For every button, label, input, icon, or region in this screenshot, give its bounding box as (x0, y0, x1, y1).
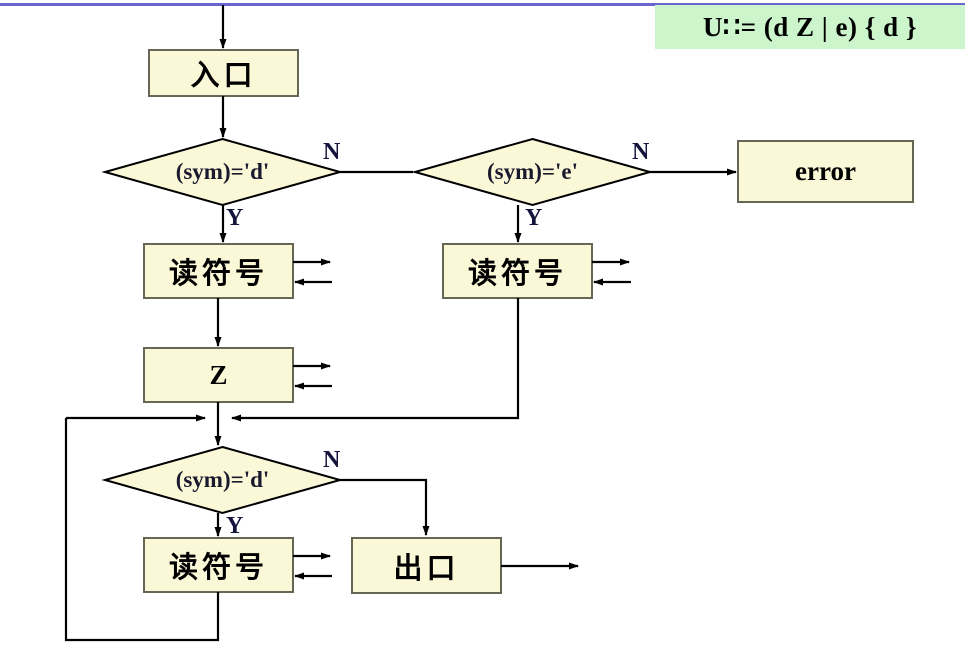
node-shape-dec_e (411, 137, 654, 207)
edge-label-n3: N (323, 447, 341, 473)
edge-label-y3: Y (226, 513, 244, 539)
node-shape-znode (143, 347, 294, 403)
edge-label-y2: Y (525, 205, 543, 231)
edge-dec3-n-to-exit (340, 478, 430, 536)
connector-edges (64, 5, 737, 642)
node-shape-dec_d1 (101, 137, 344, 207)
edge-label-n1: N (323, 139, 341, 165)
grammar-production-box: U∷= (d Z | e) { d } (655, 5, 965, 49)
edge-label-y1: Y (226, 205, 244, 231)
node-shape-read1 (143, 243, 294, 299)
node-shape-error (737, 140, 914, 203)
edge-read2-to-junction (231, 298, 520, 422)
edge-read3-loopback (64, 418, 220, 642)
edge-label-n2: N (632, 139, 650, 165)
node-shape-read3 (143, 537, 294, 593)
node-shape-dec_d2 (101, 445, 344, 515)
node-shapes (101, 49, 914, 594)
node-shape-read2 (442, 243, 593, 299)
top-rule (0, 3, 965, 6)
node-shape-exit (351, 537, 502, 594)
node-shape-entry (148, 49, 299, 97)
